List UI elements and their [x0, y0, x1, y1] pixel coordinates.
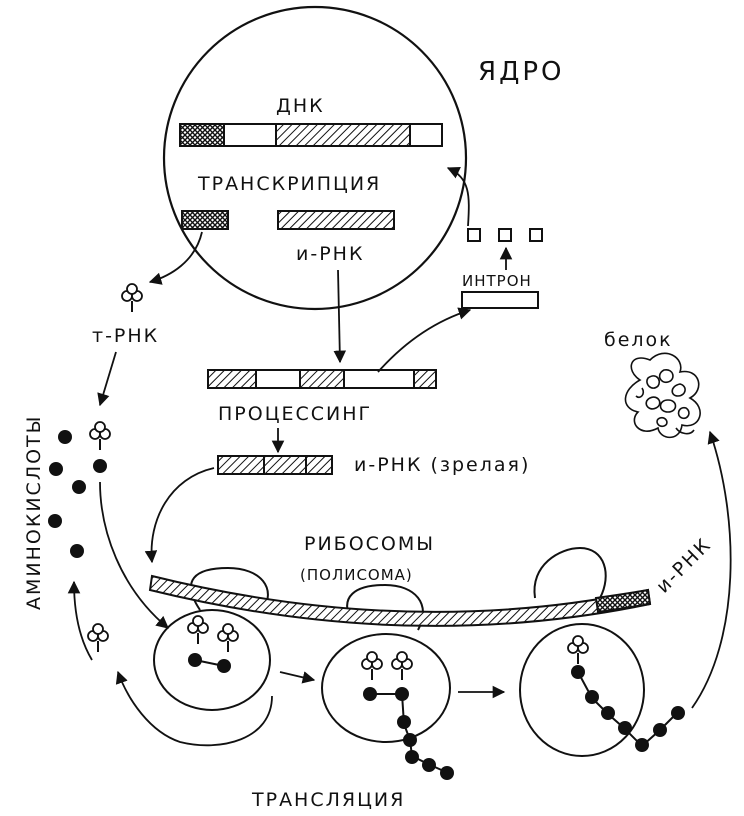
pre-mrna [278, 211, 394, 229]
protein-release-arrow [692, 432, 731, 708]
charged-trna-to-ribosome-arrow [100, 482, 168, 628]
mature-mrna-strand [218, 456, 332, 474]
ribosome2-trna-b [392, 652, 412, 680]
trna-icon [122, 284, 142, 312]
ribosome1-peptide [188, 653, 231, 673]
dna-strand [180, 124, 442, 146]
intron-fragments [468, 229, 542, 241]
ribosome1-trna-a [188, 616, 208, 644]
charged-amino-acid [93, 459, 107, 473]
mature-mrna-label: и-РНК (зрелая) [354, 454, 530, 476]
ribosome2-peptide [363, 687, 454, 780]
amino-acid-dots [48, 430, 86, 558]
mature-mrna-to-ribosome-arrow [152, 468, 214, 562]
polysome-mrna-label: и-РНК [652, 534, 716, 598]
intron-box [462, 292, 538, 308]
ribosome3-peptide [571, 665, 685, 752]
translation-label: ТРАНСЛЯЦИЯ [251, 789, 405, 811]
mrna-label: и-РНК [296, 243, 364, 265]
ribosomes-label: РИБОСОМЫ [304, 533, 435, 555]
trna-label: т-РНК [92, 325, 159, 347]
protein-label: белок [604, 329, 673, 351]
ribosome3-trna [568, 636, 588, 664]
charged-trna-icon [90, 422, 110, 450]
translation-arrow-1 [280, 672, 314, 680]
intron-label: ИНТРОН [462, 272, 532, 290]
recycled-trna-icon [88, 624, 108, 652]
trna-to-charge-arrow [100, 352, 116, 405]
mrna-down-arrow [338, 270, 340, 362]
processing-label: ПРОЦЕССИНГ [218, 403, 372, 425]
polysome-label: (ПОЛИСОМА) [300, 566, 413, 584]
ribosome2-trna-a [362, 652, 382, 680]
dna-label: ДНК [276, 95, 325, 117]
nucleus-label: ЯДРО [478, 57, 565, 87]
processing-strand [208, 370, 436, 388]
polysome-strand-cap [596, 590, 650, 612]
trna-recycle-arrow [74, 582, 92, 660]
trna-precursor [182, 211, 228, 229]
trna-exit-arrow [150, 232, 202, 282]
ribosome1-trna-b [218, 624, 238, 652]
intron-excision-arrow [378, 310, 470, 372]
amino-acids-label: АМИНОКИСЛОТЫ [23, 415, 45, 610]
protein-coil [625, 353, 700, 437]
transcription-label: ТРАНСКРИПЦИЯ [197, 173, 381, 195]
